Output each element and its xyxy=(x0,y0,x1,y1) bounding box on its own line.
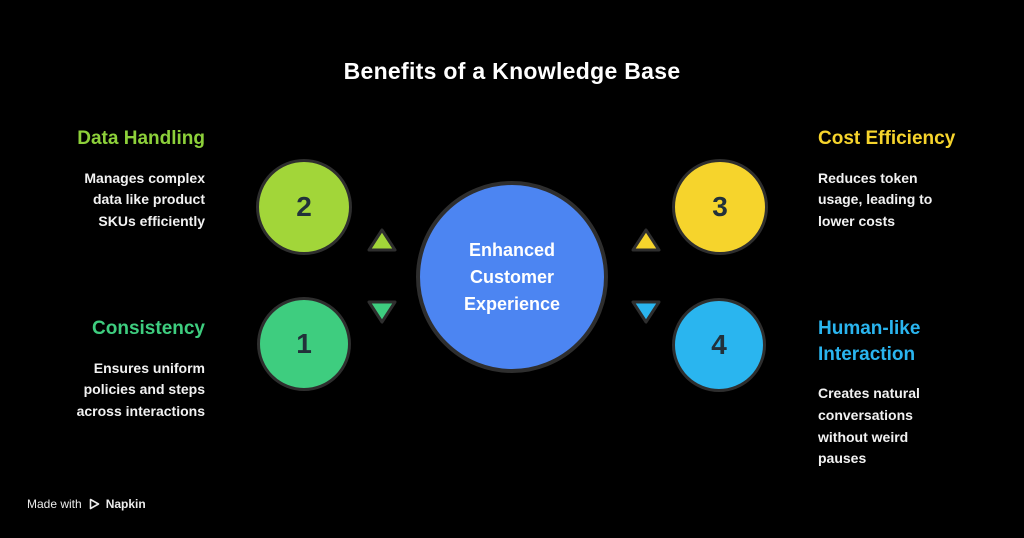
node-number-consistency: 1 xyxy=(296,328,312,359)
napkin-brand-label: Napkin xyxy=(105,497,146,511)
node-circle-cost-efficiency: 3 xyxy=(672,159,768,255)
section-body-data-handling: Manages complex data like product SKUs e… xyxy=(84,169,205,230)
center-node-label: Enhanced Customer Experience xyxy=(463,239,561,314)
node-number-data-handling: 2 xyxy=(296,191,312,222)
section-data-handling: Data Handling Manages complex data like … xyxy=(0,126,205,233)
arrow-down-left-icon xyxy=(367,300,397,324)
made-with-napkin: Made with Napkin xyxy=(27,497,146,511)
section-heading-consistency: Consistency xyxy=(92,318,205,339)
section-consistency: Consistency Ensures uniform policies and… xyxy=(0,316,205,423)
node-number-cost-efficiency: 3 xyxy=(712,191,728,222)
section-body-cost-efficiency: Reduces token usage, leading to lower co… xyxy=(818,169,933,230)
section-body-human-interaction: Creates natural conversations without we… xyxy=(818,385,920,467)
node-circle-consistency: 1 xyxy=(257,297,351,391)
section-heading-data-handling: Data Handling xyxy=(77,128,205,149)
arrow-up-left-icon xyxy=(367,228,397,252)
node-circle-human-interaction: 4 xyxy=(672,298,766,392)
section-heading-human-interaction: Human-like Interaction xyxy=(818,318,921,365)
arrow-down-right-icon xyxy=(631,300,661,324)
arrow-up-right-icon xyxy=(631,228,661,252)
center-node: Enhanced Customer Experience xyxy=(416,181,608,373)
node-circle-data-handling: 2 xyxy=(256,159,352,255)
node-number-human-interaction: 4 xyxy=(711,329,727,360)
napkin-logo-icon xyxy=(89,498,100,510)
made-with-label: Made with xyxy=(27,497,82,511)
section-body-consistency: Ensures uniform policies and steps acros… xyxy=(76,359,205,420)
section-heading-cost-efficiency: Cost Efficiency xyxy=(818,128,956,149)
diagram-title: Benefits of a Knowledge Base xyxy=(343,58,681,84)
section-human-interaction: Human-like Interaction Creates natural c… xyxy=(818,316,1018,470)
section-cost-efficiency: Cost Efficiency Reduces token usage, lea… xyxy=(818,126,1018,233)
